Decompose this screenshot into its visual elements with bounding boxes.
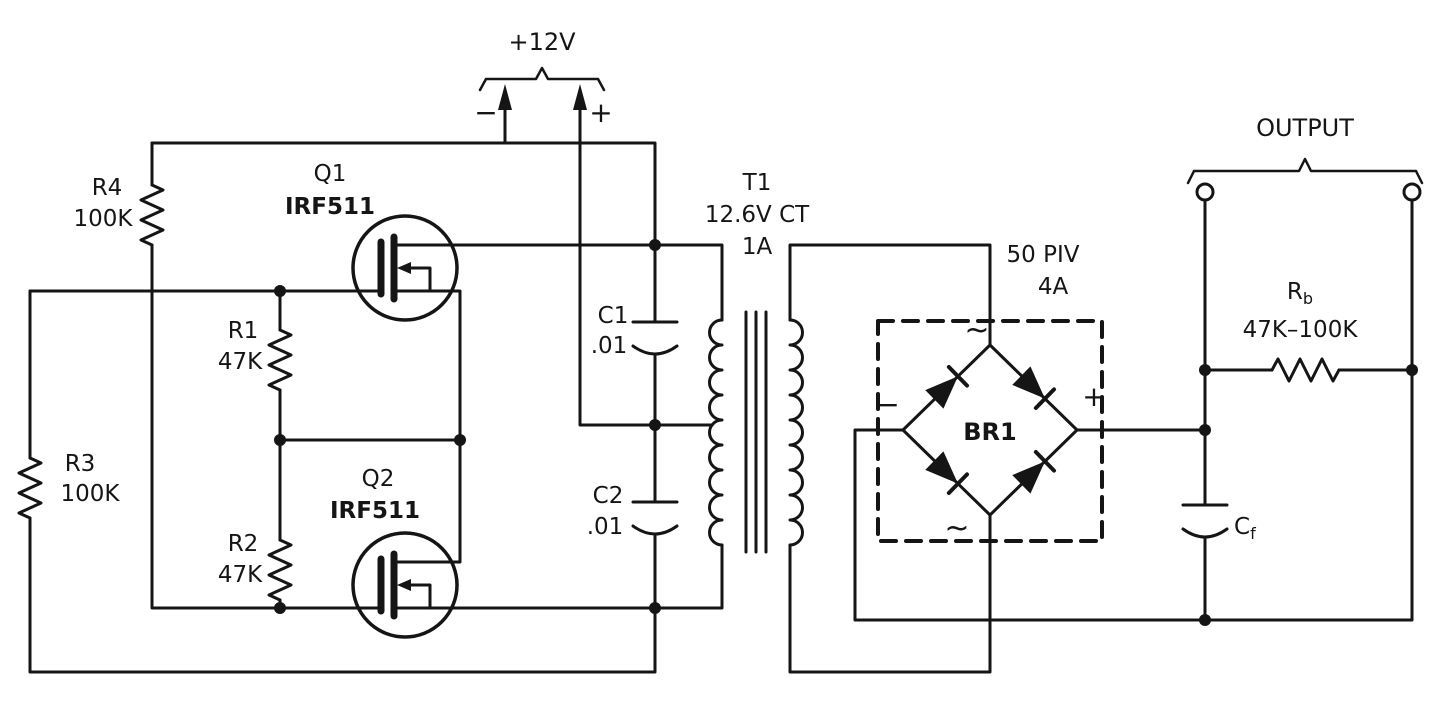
resistor-r1-symbol (267, 328, 293, 392)
wire-top-rail (150, 141, 657, 247)
bridge-ac-bottom-label: ~ (944, 511, 969, 546)
wire-bridge-minus-to-output (853, 198, 1414, 622)
resistor-r4-symbol (139, 183, 165, 247)
t1-secondary-label: 12.6V CT (705, 202, 810, 228)
supply-plus-arrowhead-icon (573, 84, 587, 110)
transformer-core (744, 310, 768, 554)
wire-q2-source-primary-bottom (450, 543, 724, 610)
junction-dot (274, 285, 286, 297)
t1-current-label: 1A (742, 234, 773, 260)
wire-q1-drain-primary-top (450, 243, 724, 322)
output-label: OUTPUT (1256, 114, 1354, 142)
mosfet-q2-symbol (353, 533, 457, 637)
junction-dot (1199, 364, 1211, 376)
supply-minus-arrowhead-icon (498, 84, 512, 110)
wire-q1-source-q2-drain-link (278, 289, 462, 564)
resistor-r3-symbol (17, 456, 43, 520)
junction-dot (1199, 614, 1211, 626)
resistor-rb-symbol (1270, 357, 1341, 383)
c1-ref-label: C1 (598, 303, 629, 329)
capacitor-c2-symbol (631, 500, 679, 536)
transformer-secondary-coil (788, 318, 804, 547)
bridge-diamond (901, 343, 1079, 517)
output-terminal-right (1402, 182, 1422, 202)
bridge-plus-label: + (1082, 380, 1105, 413)
c2-ref-label: C2 (593, 483, 624, 509)
bridge-current-label: 4A (1038, 274, 1069, 300)
rb-ref-label: Rb (1287, 279, 1313, 308)
junction-dot (274, 602, 286, 614)
wires (28, 104, 1414, 674)
junction-dot (649, 239, 661, 251)
bridge-dashed-box (876, 319, 1104, 543)
wire-secondary-bottom-to-bridge (788, 513, 992, 674)
c1-value-label: .01 (591, 333, 628, 359)
wire-r3-column-bottom-rail (28, 289, 657, 674)
wire-supply-plus-center-tap (578, 104, 714, 427)
q2-part-label: IRF511 (330, 498, 420, 524)
components (17, 66, 1424, 637)
junction-dot (274, 434, 286, 446)
bridge-ac-top-label: ~ (964, 313, 989, 348)
r4-ref-label: R4 (92, 175, 123, 201)
wire-secondary-top-to-bridge (788, 243, 992, 347)
r4-value-label: 100K (74, 206, 134, 232)
q2-ref-label: Q2 (362, 466, 395, 492)
supply-plus-label: + (589, 96, 612, 129)
c2-value-label: .01 (587, 514, 624, 540)
r2-ref-label: R2 (228, 531, 259, 557)
supply-minus-label: − (474, 96, 497, 129)
r3-value-label: 100K (61, 481, 121, 507)
capacitor-c1-symbol (631, 320, 679, 356)
rb-value-label: 47K–100K (1243, 317, 1359, 343)
bridge-minus-label: − (876, 388, 899, 421)
junction-dot (1406, 364, 1418, 376)
r1-value-label: 47K (218, 349, 263, 375)
output-brace (1186, 157, 1424, 185)
transformer-primary-coil (708, 318, 724, 547)
t1-ref-label: T1 (742, 170, 772, 196)
q1-part-label: IRF511 (285, 194, 375, 220)
q1-ref-label: Q1 (314, 161, 347, 187)
mosfet-q1-symbol (353, 216, 457, 320)
bridge-piv-label: 50 PIV (1007, 242, 1080, 268)
cf-ref-label: Cf (1234, 514, 1256, 543)
junction-dots (274, 239, 1418, 626)
junction-dot (649, 419, 661, 431)
output-terminal-left (1195, 182, 1215, 202)
supply-voltage-label: +12V (508, 28, 576, 56)
junction-dot (649, 602, 661, 614)
junction-dot (454, 434, 466, 446)
resistor-r2-symbol (267, 538, 293, 602)
junction-dot (1199, 424, 1211, 436)
wire-r4-column (150, 141, 360, 610)
r2-value-label: 47K (218, 562, 263, 588)
r1-ref-label: R1 (228, 318, 259, 344)
r3-ref-label: R3 (65, 451, 96, 477)
labels: +12V − + Q1 IRF511 Q2 IRF511 R4 100K R1 … (61, 28, 1359, 588)
bridge-ref-label: BR1 (963, 418, 1016, 446)
capacitor-cf-symbol (1181, 503, 1229, 539)
supply-brace (478, 66, 606, 92)
